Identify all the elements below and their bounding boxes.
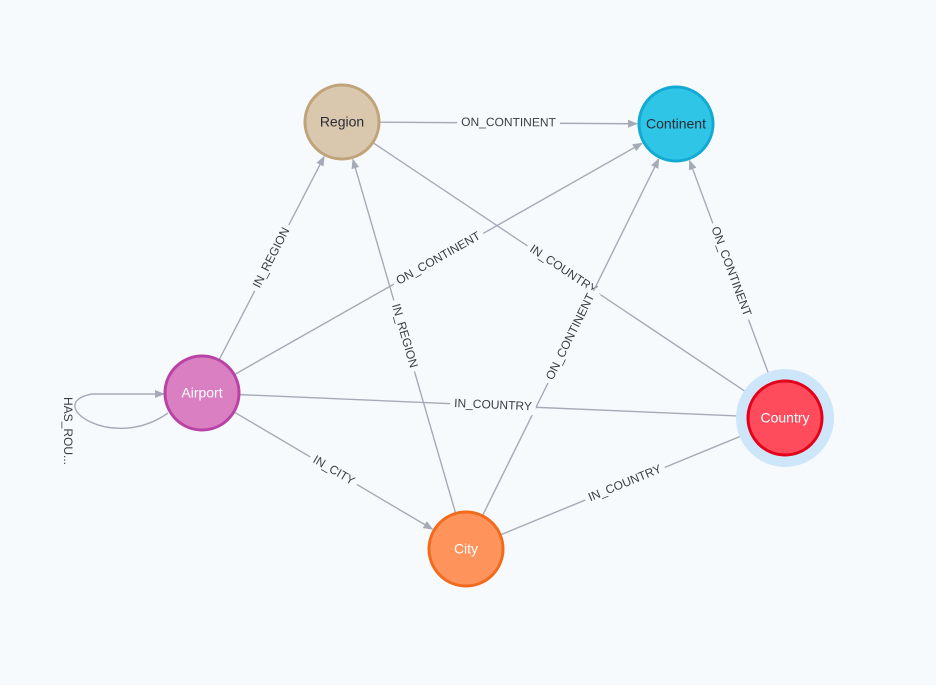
edge-on-continent-city-continent[interactable]: ON_CONTINENT [482, 158, 660, 516]
node-airport[interactable]: Airport [163, 354, 241, 432]
edge-in-region-city-region[interactable]: IN_REGION [351, 158, 457, 513]
edge-in-city-airport-city[interactable]: IN_CITY [234, 411, 434, 530]
edge-label: ON_CONTINENT [461, 115, 556, 130]
node-circle[interactable] [303, 83, 381, 161]
edge-label: HAS_ROU... [61, 397, 75, 465]
node-circle[interactable] [746, 379, 824, 457]
node-circle[interactable] [163, 354, 241, 432]
edge-in-region-airport-region[interactable]: IN_REGION [218, 155, 325, 360]
node-label: Airport [181, 385, 222, 401]
edge-in-country-airport-country[interactable]: IN_COUNTRY [239, 393, 748, 420]
edge-label: IN_COUNTRY [454, 396, 532, 413]
edge-label-background [522, 239, 604, 301]
edge-label-background [540, 287, 601, 387]
edge-line[interactable] [74, 390, 169, 429]
edge-in-country-city-country[interactable]: IN_COUNTRY [500, 432, 750, 536]
node-city[interactable]: City [427, 510, 505, 588]
edge-label-background [306, 450, 361, 492]
edge-label: IN_COUNTRY [527, 242, 599, 297]
edge-label-background [582, 459, 668, 508]
node-circle[interactable] [427, 510, 505, 588]
edge-label: ON_CONTINENT [394, 228, 484, 287]
node-continent[interactable]: Continent [637, 85, 715, 163]
edge-label: ON_CONTINENT [708, 224, 754, 318]
edge-on-continent-region-continent[interactable]: ON_CONTINENT [379, 114, 639, 132]
node-circle[interactable] [637, 85, 715, 163]
node-region[interactable]: Region [303, 83, 381, 161]
node-label: Continent [646, 116, 706, 132]
edge-label-background [386, 298, 423, 374]
edge-has-rou--airport-airport[interactable]: HAS_ROU... [61, 390, 169, 465]
edge-label: IN_REGION [389, 302, 421, 369]
node-label: Region [320, 114, 364, 130]
edge-label: ON_CONTINENT [543, 290, 598, 382]
edge-on-continent-airport-continent[interactable]: ON_CONTINENT [234, 142, 643, 375]
node-label: City [454, 541, 478, 557]
edge-label-background [247, 221, 296, 295]
edge-label-background [449, 395, 537, 416]
node-country[interactable]: Country [736, 369, 834, 467]
edge-label-background [705, 220, 757, 323]
edge-label: IN_REGION [250, 225, 293, 290]
edge-label: IN_COUNTRY [586, 462, 663, 505]
edge-on-continent-country-continent[interactable]: ON_CONTINENT [688, 159, 773, 383]
edge-label-background [457, 114, 560, 132]
node-label: Country [760, 410, 809, 426]
edge-label-background [389, 226, 488, 292]
